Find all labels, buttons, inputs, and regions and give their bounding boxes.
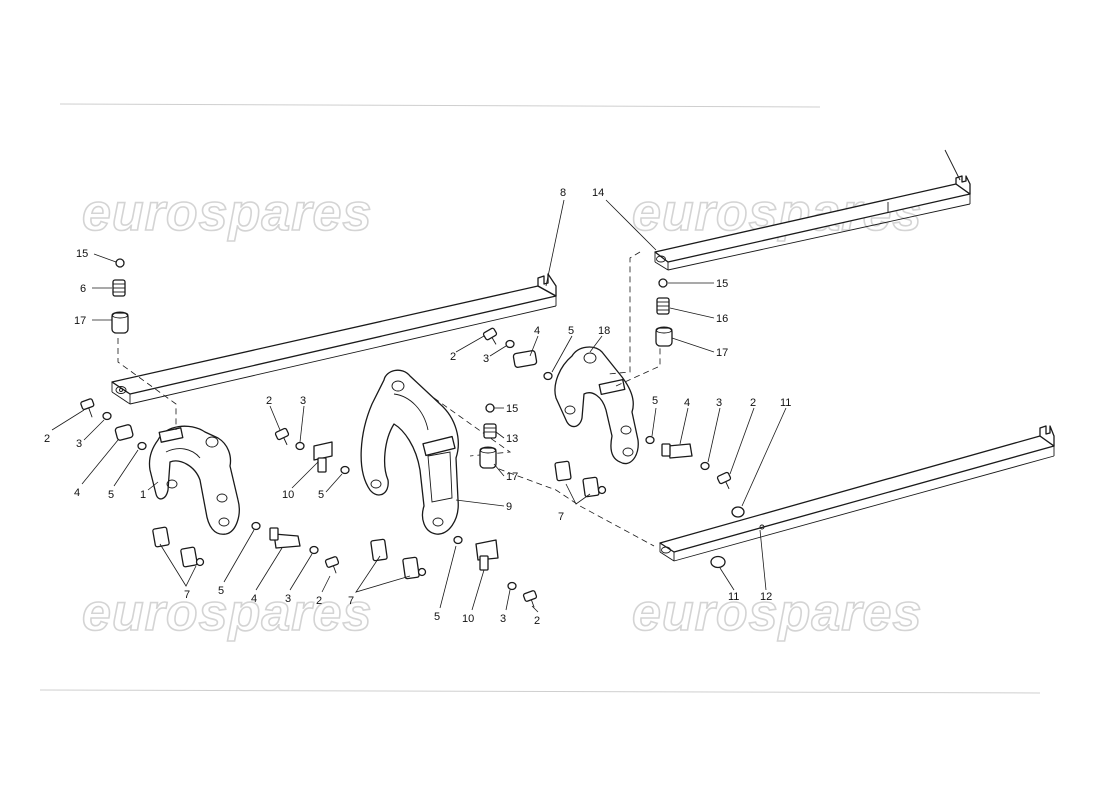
callout-15: 15 — [76, 248, 88, 260]
callout-7: 7 — [558, 511, 564, 523]
bottom-border-line — [39, 689, 1041, 694]
selector-fork-18 — [554, 346, 639, 465]
watermark-top-left: eurospares — [82, 184, 372, 242]
callout-2: 2 — [750, 397, 756, 409]
callout-3: 3 — [285, 593, 291, 605]
callout-2: 2 — [44, 433, 50, 445]
watermark-group: eurospares eurospares eurospares eurospa… — [81, 183, 922, 643]
callout-17: 17 — [74, 315, 86, 327]
callout-17: 17 — [716, 347, 728, 359]
callout-16: 16 — [716, 313, 728, 325]
selector-fork-1 — [148, 425, 240, 535]
callout-10: 10 — [282, 489, 294, 501]
callout-10: 10 — [462, 613, 474, 625]
callout-1: 1 — [140, 489, 146, 501]
selector-rod-8 — [111, 273, 557, 405]
leader-lines — [51, 199, 787, 613]
callout-7: 7 — [348, 595, 354, 607]
callout-13: 13 — [506, 433, 518, 445]
top-border-line — [59, 103, 821, 108]
callout-15: 15 — [716, 278, 728, 290]
callout-15: 15 — [506, 403, 518, 415]
selector-rod-12 — [659, 425, 1055, 562]
callout-3: 3 — [300, 395, 306, 407]
callout-3: 3 — [483, 353, 489, 365]
callout-12: 12 — [760, 591, 772, 603]
callout-7: 7 — [184, 589, 190, 601]
watermark-bottom-left: eurospares — [82, 584, 372, 642]
callout-17: 17 — [506, 471, 518, 483]
callout-5: 5 — [318, 489, 324, 501]
callout-4: 4 — [534, 325, 540, 337]
callout-2: 2 — [534, 615, 540, 627]
callout-11: 11 — [780, 397, 791, 409]
callout-3: 3 — [716, 397, 722, 409]
callout-4: 4 — [684, 397, 690, 409]
callout-6: 6 — [80, 283, 86, 295]
callout-2: 2 — [316, 595, 322, 607]
selector-fork-9 — [360, 369, 459, 535]
callout-5: 5 — [434, 611, 440, 623]
callout-3: 3 — [76, 438, 82, 450]
selector-rod-14 — [654, 149, 971, 271]
callout-14: 14 — [592, 187, 604, 199]
callout-2: 2 — [266, 395, 272, 407]
callout-4: 4 — [251, 593, 257, 605]
callout-5: 5 — [218, 585, 224, 597]
callout-5: 5 — [108, 489, 114, 501]
callout-11: 11 — [728, 591, 739, 603]
hardware-parts — [80, 258, 745, 608]
callout-18: 18 — [598, 325, 610, 337]
callout-2: 2 — [450, 351, 456, 363]
callout-8: 8 — [560, 187, 566, 199]
callout-5: 5 — [652, 395, 658, 407]
callout-4: 4 — [74, 487, 80, 499]
callout-labels: 8 14 15 6 17 2 3 4 5 1 7 2 3 10 5 2 3 4 … — [44, 187, 791, 627]
callout-9: 9 — [506, 501, 512, 513]
callout-3: 3 — [500, 613, 506, 625]
callout-5: 5 — [568, 325, 574, 337]
watermark-bottom-right: eurospares — [632, 584, 922, 642]
